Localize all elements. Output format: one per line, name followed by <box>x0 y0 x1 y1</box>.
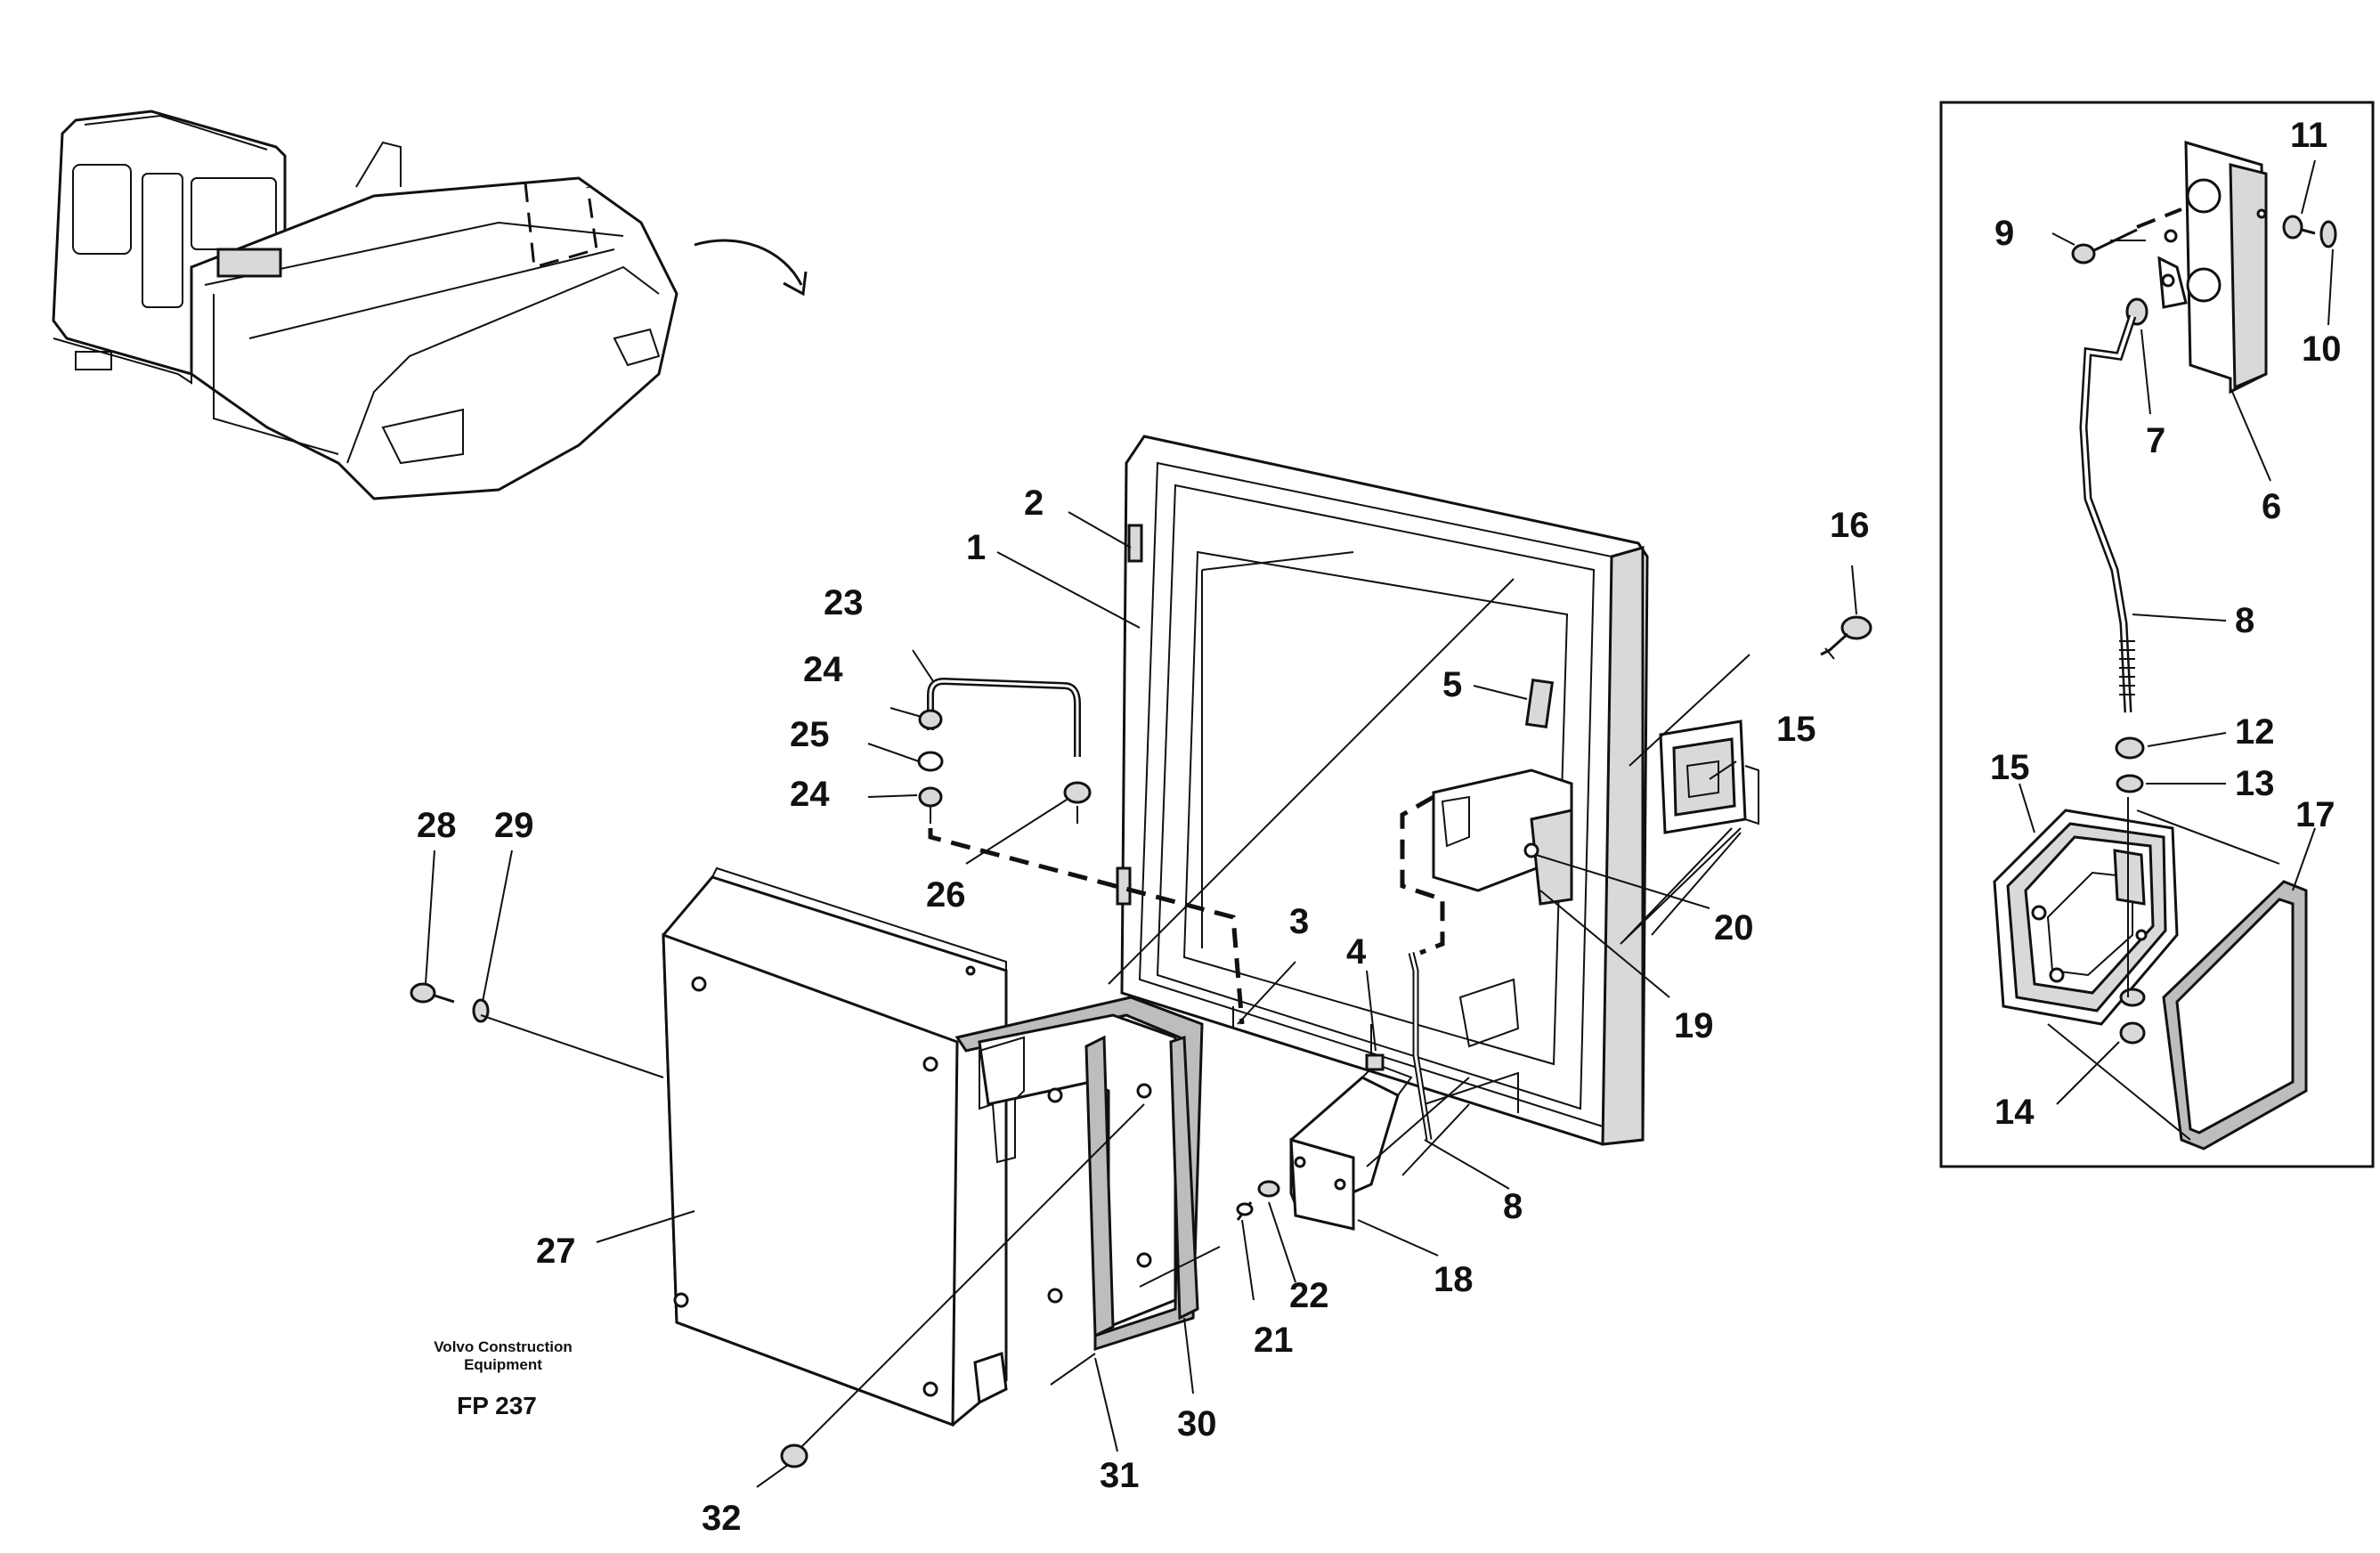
callout-29: 29 <box>494 806 534 845</box>
cover-plate-assembly <box>662 866 1204 1427</box>
lock-detail-inset <box>1939 101 2375 1168</box>
detail-callout-labels: 11 9 10 7 6 8 12 13 15 17 14 <box>1990 116 2342 1132</box>
callout-21: 21 <box>1254 1321 1294 1360</box>
key-part <box>1820 615 1872 660</box>
cover-fasteners <box>410 982 808 1468</box>
callout-4: 4 <box>1346 932 1367 972</box>
callout-15: 15 <box>1776 710 1816 749</box>
screw-and-washer <box>1236 1180 1280 1221</box>
linkage-rod-inner <box>1409 952 1431 1141</box>
drawing-code: FP 237 <box>457 1392 537 1419</box>
callout-leaders <box>425 511 1857 1488</box>
callout-23: 23 <box>824 583 864 622</box>
callout-2: 2 <box>1024 484 1044 523</box>
detail-callout-14: 14 <box>1994 1093 2035 1132</box>
callout-18: 18 <box>1434 1260 1474 1299</box>
callout-20: 20 <box>1714 908 1754 947</box>
main-callout-labels: 1 2 23 24 25 24 26 3 4 5 15 16 20 19 8 1… <box>417 484 1870 1538</box>
maker-name-line2: Equipment <box>464 1356 542 1373</box>
callout-24-upper: 24 <box>803 650 843 689</box>
detail-callout-15: 15 <box>1990 748 2030 787</box>
callout-27: 27 <box>536 1232 576 1271</box>
callout-31: 31 <box>1100 1456 1140 1495</box>
detail-callout-8: 8 <box>2235 601 2254 640</box>
door-lock-unit <box>1659 720 1759 834</box>
detail-callout-12: 12 <box>2235 712 2275 752</box>
callout-22: 22 <box>1289 1276 1329 1315</box>
detail-callout-10: 10 <box>2302 329 2342 369</box>
door-handle-assembly <box>917 677 1092 808</box>
callout-5: 5 <box>1442 665 1462 704</box>
detail-callout-13: 13 <box>2235 764 2275 803</box>
callout-3: 3 <box>1289 902 1309 941</box>
callout-19: 19 <box>1674 1006 1714 1045</box>
callout-30: 30 <box>1177 1404 1217 1443</box>
callout-26: 26 <box>926 875 966 915</box>
detail-callout-6: 6 <box>2262 487 2281 526</box>
callout-8: 8 <box>1503 1187 1523 1226</box>
detail-callout-7: 7 <box>2146 421 2165 460</box>
callout-16: 16 <box>1830 506 1870 545</box>
drawing-caption: Volvo Construction Equipment FP 237 <box>434 1338 573 1419</box>
striker-bracket <box>1289 1053 1413 1231</box>
maker-name-line1: Volvo Construction <box>434 1338 573 1355</box>
detail-callout-9: 9 <box>1994 214 2014 253</box>
detail-callout-17: 17 <box>2295 795 2335 834</box>
callout-1: 1 <box>966 528 986 567</box>
detail-callout-11: 11 <box>2290 116 2327 155</box>
callout-28: 28 <box>417 806 457 845</box>
callout-24-lower: 24 <box>790 775 830 814</box>
callout-32: 32 <box>702 1499 742 1538</box>
door-frame-assembly <box>928 435 1649 1146</box>
leader-lines <box>480 578 1750 1448</box>
callout-25: 25 <box>790 715 830 754</box>
excavator-overview-illustration <box>52 110 808 500</box>
